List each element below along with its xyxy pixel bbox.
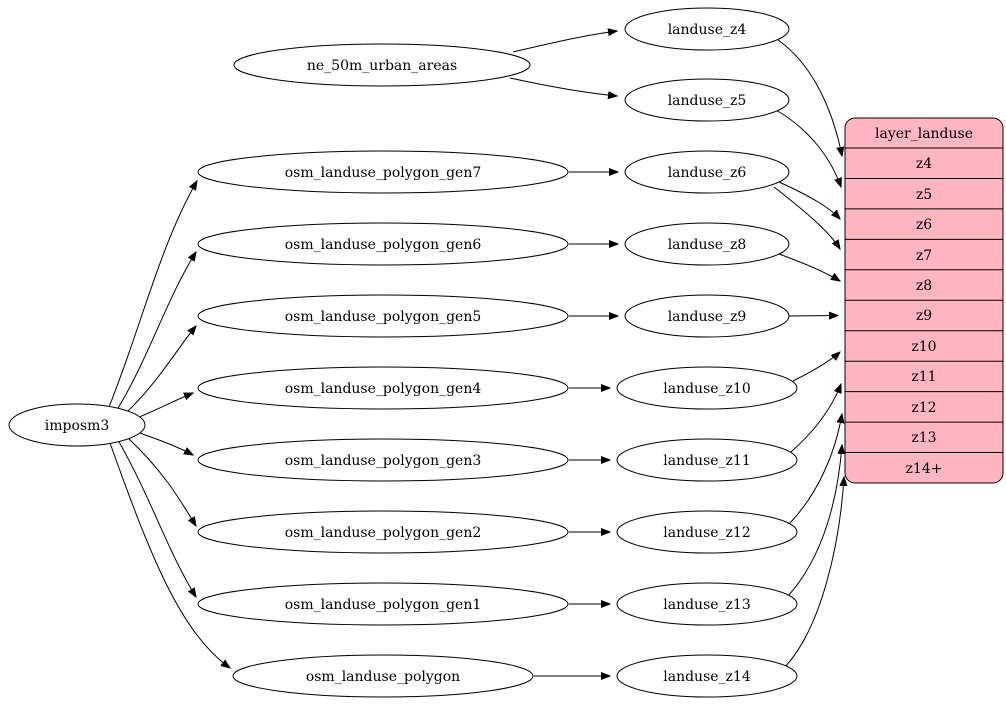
- node-landuse-z14: landuse_z14: [616, 654, 798, 698]
- node-ellipse: [616, 654, 798, 698]
- record-row-z4: z4: [916, 156, 932, 172]
- node-label: osm_landuse_polygon_gen6: [285, 237, 482, 253]
- node-label: landuse_z12: [663, 525, 750, 541]
- edge-imposm3-gen7: [108, 181, 197, 408]
- node-label: landuse_z4: [668, 22, 747, 38]
- node-ellipse: [197, 582, 569, 626]
- node-ellipse: [197, 366, 569, 410]
- node-osm-landuse-polygon-gen7: osm_landuse_polygon_gen7: [197, 150, 569, 194]
- record-row-z14plus: z14+: [906, 461, 943, 477]
- edge-imposm3-gen5: [125, 326, 196, 414]
- edge-z6-row7: [773, 186, 840, 249]
- edge-imposm3-gen4: [136, 393, 193, 419]
- node-ellipse: [624, 222, 790, 266]
- edge-z13-row: [787, 445, 842, 597]
- node-ellipse: [197, 150, 569, 194]
- node-label: osm_landuse_polygon_gen1: [285, 597, 482, 613]
- node-label: landuse_z13: [663, 597, 750, 613]
- node-ellipse: [616, 366, 798, 410]
- node-ellipse: [624, 150, 790, 194]
- node-label: landuse_z9: [668, 309, 747, 325]
- node-osm-landuse-polygon-gen6: osm_landuse_polygon_gen6: [197, 222, 569, 266]
- node-label: landuse_z14: [663, 669, 751, 685]
- node-label: osm_landuse_polygon_gen4: [285, 381, 482, 397]
- edge-z12-row: [788, 414, 842, 525]
- node-landuse-z9: landuse_z9: [624, 294, 790, 338]
- node-ellipse: [624, 294, 790, 338]
- node-osm-landuse-polygon: osm_landuse_polygon: [232, 654, 534, 698]
- node-imposm3: imposm3: [8, 403, 146, 447]
- record-row-z6: z6: [916, 217, 932, 233]
- node-ellipse: [197, 294, 569, 338]
- edge-z9-row: [788, 316, 838, 317]
- edge-z14-row: [783, 477, 844, 669]
- edge-imposm3-gen3: [136, 431, 193, 455]
- node-osm-landuse-polygon-gen4: osm_landuse_polygon_gen4: [197, 366, 569, 410]
- record-row-z8: z8: [916, 278, 932, 294]
- node-landuse-z4: landuse_z4: [624, 7, 790, 51]
- node-label: osm_landuse_polygon: [306, 669, 460, 685]
- edge-ne50m-z4: [512, 31, 617, 53]
- node-ellipse: [197, 438, 569, 482]
- node-landuse-z13: landuse_z13: [616, 582, 798, 626]
- node-label: landuse_z11: [663, 453, 750, 469]
- node-ellipse: [624, 7, 790, 51]
- record-row-z9: z9: [916, 308, 932, 324]
- edge-z4-row: [777, 39, 842, 156]
- node-ellipse: [197, 222, 569, 266]
- node-osm-landuse-polygon-gen5: osm_landuse_polygon_gen5: [197, 294, 569, 338]
- node-osm-landuse-polygon-gen1: osm_landuse_polygon_gen1: [197, 582, 569, 626]
- edge-ne50m-z5: [509, 77, 617, 96]
- record-row-z11: z11: [911, 369, 936, 385]
- edge-imposm3-polygon: [109, 442, 230, 668]
- node-osm-landuse-polygon-gen3: osm_landuse_polygon_gen3: [197, 438, 569, 482]
- record-row-z12: z12: [911, 400, 936, 416]
- node-label: osm_landuse_polygon_gen3: [285, 453, 482, 469]
- edge-z11-row: [790, 384, 841, 453]
- node-label: landuse_z10: [663, 381, 750, 397]
- edge-z10-row: [792, 352, 840, 382]
- node-ellipse: [624, 78, 790, 122]
- edge-z5-row: [775, 109, 841, 187]
- record-row-z13: z13: [911, 430, 936, 446]
- node-label: landuse_z5: [668, 93, 747, 109]
- node-label: imposm3: [45, 418, 110, 434]
- node-landuse-z6: landuse_z6: [624, 150, 790, 194]
- edge-imposm3-gen1: [117, 439, 196, 597]
- node-label: osm_landuse_polygon_gen2: [285, 525, 482, 541]
- node-ellipse: [197, 510, 569, 554]
- node-ellipse: [232, 654, 534, 698]
- record-layer-landuse: layer_landuse z4 z5 z6 z7 z8 z9 z10 z11 …: [844, 117, 1004, 484]
- record-row-z5: z5: [916, 187, 932, 203]
- node-label: osm_landuse_polygon_gen5: [285, 309, 482, 325]
- record-row-z7: z7: [916, 248, 932, 264]
- record-row-z10: z10: [911, 339, 936, 355]
- node-label: landuse_z8: [668, 237, 747, 253]
- node-label: landuse_z6: [668, 165, 747, 181]
- node-landuse-z11: landuse_z11: [616, 438, 798, 482]
- node-ellipse: [233, 43, 531, 87]
- edge-z8-row: [778, 253, 840, 281]
- node-ellipse: [616, 438, 798, 482]
- node-landuse-z12: landuse_z12: [616, 510, 798, 554]
- node-landuse-z5: landuse_z5: [624, 78, 790, 122]
- node-ellipse: [8, 403, 146, 447]
- node-ellipse: [616, 582, 798, 626]
- node-ellipse: [616, 510, 798, 554]
- edge-z6-row6: [778, 181, 840, 219]
- edge-imposm3-gen6: [116, 252, 196, 411]
- node-landuse-z8: landuse_z8: [624, 222, 790, 266]
- record-separators: [845, 147, 1003, 453]
- node-landuse-z10: landuse_z10: [616, 366, 798, 410]
- node-osm-landuse-polygon-gen2: osm_landuse_polygon_gen2: [197, 510, 569, 554]
- node-label: osm_landuse_polygon_gen7: [285, 165, 482, 181]
- node-label: ne_50m_urban_areas: [307, 58, 457, 74]
- record-title: layer_landuse: [875, 126, 973, 142]
- edge-group: [108, 31, 844, 676]
- node-ne-50m-urban-areas: ne_50m_urban_areas: [233, 43, 531, 87]
- edge-imposm3-gen2: [126, 436, 196, 526]
